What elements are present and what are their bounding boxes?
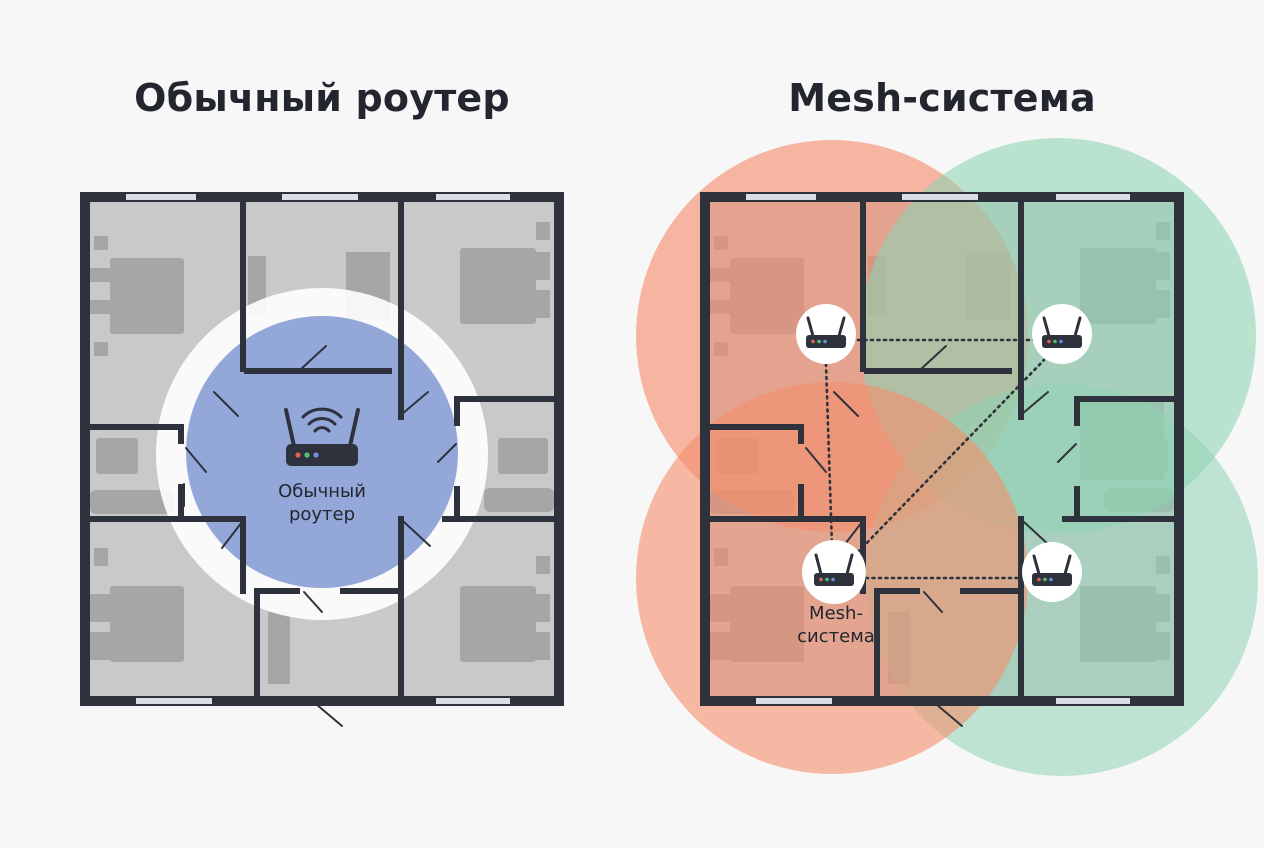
mesh-node-icon bbox=[796, 304, 856, 364]
router-label-line1: Обычный bbox=[278, 481, 366, 502]
windows bbox=[126, 194, 510, 704]
mesh-label-line2: система bbox=[797, 626, 875, 647]
regular-router-floorplan: Обычный роутер bbox=[80, 192, 564, 727]
mesh-node-icon bbox=[802, 540, 866, 604]
router-label-line2: роутер bbox=[289, 504, 355, 525]
wifi-router-icon bbox=[284, 407, 360, 466]
windows bbox=[746, 194, 1130, 704]
title-mesh-system: Mesh-система bbox=[788, 76, 1096, 120]
mesh-label-line1: Mesh- bbox=[809, 603, 863, 624]
title-regular-router: Обычный роутер bbox=[134, 76, 510, 120]
mesh-links bbox=[824, 338, 1046, 580]
mesh-coverage-areas bbox=[636, 138, 1258, 776]
doors bbox=[805, 345, 1077, 727]
mesh-system-floorplan: Mesh- система bbox=[636, 138, 1258, 776]
mesh-node-icon bbox=[1032, 304, 1092, 364]
link-diagonal bbox=[856, 358, 1046, 554]
doors bbox=[183, 345, 457, 727]
mesh-node-icon bbox=[1022, 542, 1082, 602]
link-left bbox=[824, 362, 834, 548]
